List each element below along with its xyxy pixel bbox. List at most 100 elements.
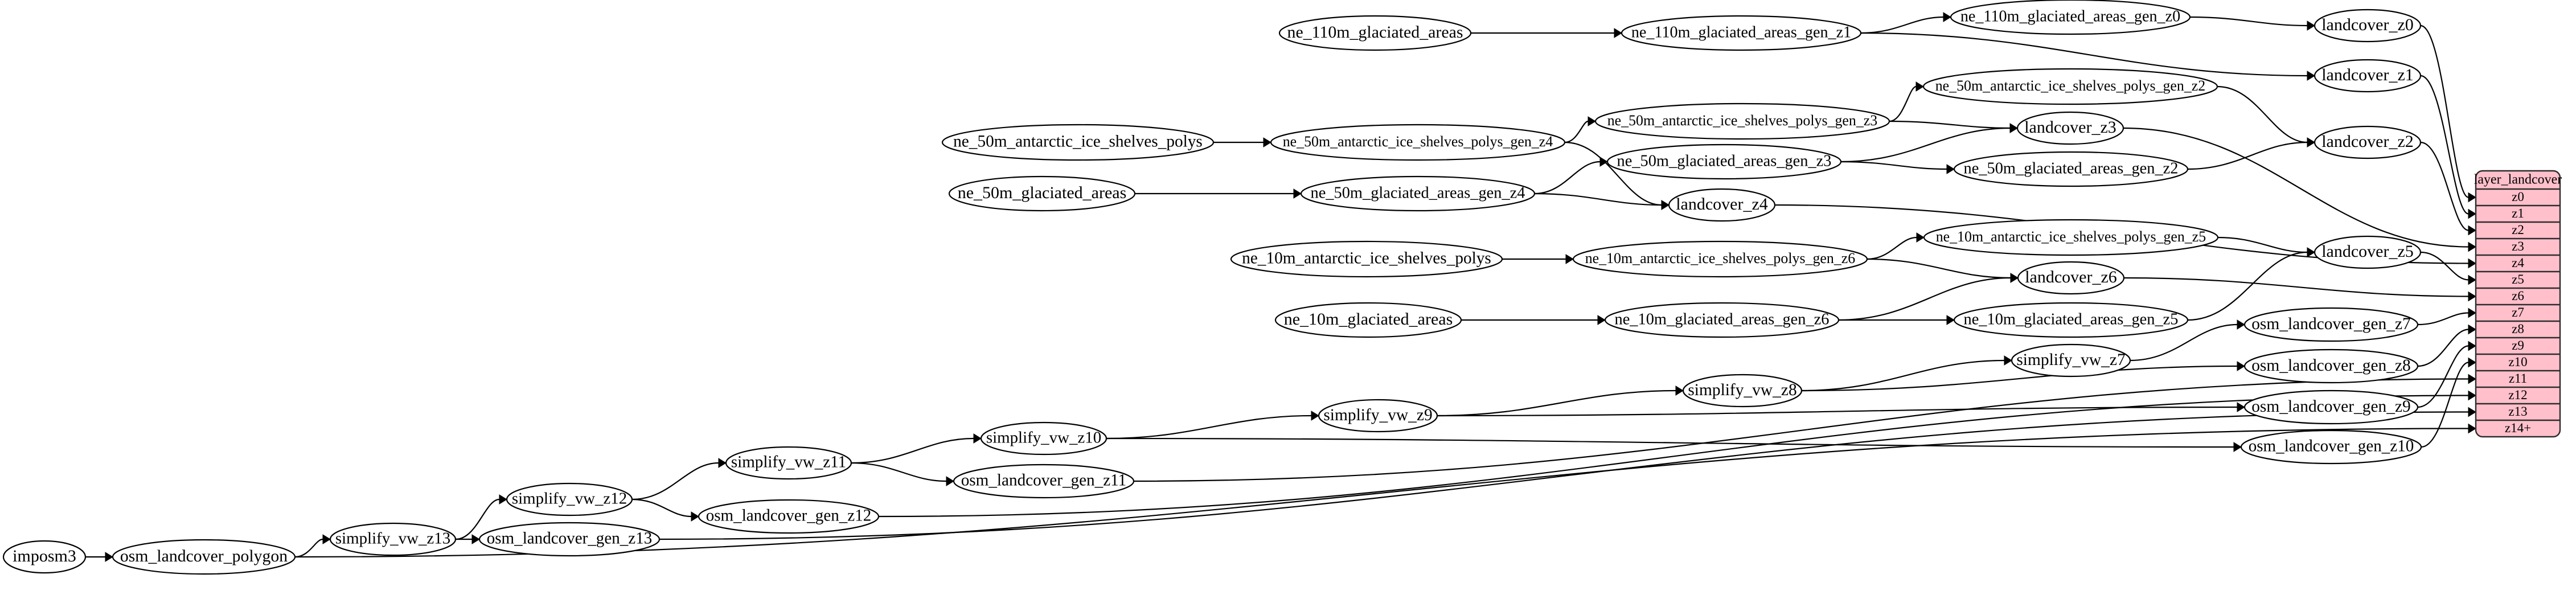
record-row-z1[interactable]: z1: [2512, 206, 2524, 220]
node-ellipse: [1594, 102, 1890, 140]
node-osm_landcover_polygon[interactable]: osm_landcover_polygon: [112, 539, 296, 575]
node-ellipse: [1604, 302, 1840, 338]
node-osm_landcover_gen_z11[interactable]: osm_landcover_gen_z11: [953, 464, 1135, 499]
node-label: simplify_vw_z9: [1323, 406, 1432, 424]
node-label: ne_50m_glaciated_areas_gen_z4: [1310, 184, 1525, 202]
node-ellipse: [2, 540, 87, 574]
node-ne_50m_glaciated_areas_gen_z2[interactable]: ne_50m_glaciated_areas_gen_z2: [1953, 151, 2189, 187]
record-row-z6[interactable]: z6: [2512, 289, 2524, 303]
node-label: osm_landcover_gen_z11: [961, 471, 1127, 490]
node-ellipse: [953, 464, 1135, 499]
edge-ne_50m_glaciated_areas_gen_z4--to--landcover_z4: [1534, 192, 1662, 206]
node-osm_landcover_gen_z12[interactable]: osm_landcover_gen_z12: [698, 499, 880, 534]
node-ellipse: [1953, 302, 2189, 338]
record-row-z8[interactable]: z8: [2512, 322, 2524, 336]
edge-arrowhead: [1311, 411, 1319, 421]
edge-landcover_z6--to--layer_landcover.z6: [2123, 277, 2469, 297]
node-label: landcover_z0: [2321, 15, 2414, 34]
record-header-label: layer_landcover: [2474, 173, 2562, 187]
node-landcover_z1[interactable]: landcover_z1: [2314, 59, 2422, 93]
node-ne_10m_antarctic_ice_shelves_polys_gen_z5[interactable]: ne_10m_antarctic_ice_shelves_polys_gen_z…: [1923, 219, 2219, 256]
edge-simplify_vw_z7--to--osm_landcover_gen_z7: [2130, 323, 2238, 362]
record-node-layer: layer_landcover z0 z1 z2 z3 z4 z5 z6 z7 z8 z9 z10 z1…: [2474, 170, 2562, 438]
node-imposm3[interactable]: imposm3: [2, 540, 87, 574]
node-osm_landcover_gen_z13[interactable]: osm_landcover_gen_z13: [478, 522, 661, 557]
node-simplify_vw_z9[interactable]: simplify_vw_z9: [1318, 399, 1438, 433]
node-ne_110m_glaciated_areas_gen_z0[interactable]: ne_110m_glaciated_areas_gen_z0: [1950, 0, 2191, 35]
edge-arrowhead: [2468, 341, 2476, 351]
edge-arrowhead: [499, 494, 507, 505]
record-row-z7[interactable]: z7: [2512, 305, 2524, 319]
edge-ne_10m_antarctic_ice_shelves_polys_gen_z6--to--landcover_z6: [1867, 258, 2011, 279]
node-ne_10m_antarctic_ice_shelves_polys[interactable]: ne_10m_antarctic_ice_shelves_polys: [1230, 240, 1503, 278]
node-ne_50m_glaciated_areas_gen_z3[interactable]: ne_50m_glaciated_areas_gen_z3: [1606, 143, 1842, 180]
node-ellipse: [2314, 125, 2422, 159]
edge-arrowhead: [1588, 116, 1596, 126]
node-osm_landcover_gen_z9[interactable]: osm_landcover_gen_z9: [2243, 389, 2419, 425]
node-label: simplify_vw_z7: [2016, 351, 2125, 369]
record-row-z3[interactable]: z3: [2512, 239, 2524, 253]
node-ellipse: [2017, 261, 2125, 295]
node-simplify_vw_z10[interactable]: simplify_vw_z10: [980, 421, 1107, 456]
node-simplify_vw_z8[interactable]: simplify_vw_z8: [1682, 374, 1803, 408]
record-row-z5[interactable]: z5: [2512, 272, 2524, 286]
node-landcover_z5[interactable]: landcover_z5: [2314, 235, 2422, 269]
node-label: ne_10m_antarctic_ice_shelves_polys_gen_z…: [1585, 250, 1856, 266]
node-landcover_z0[interactable]: landcover_z0: [2314, 9, 2422, 43]
record-row-z14+[interactable]: z14+: [2505, 421, 2531, 435]
edge-arrowhead: [718, 458, 727, 468]
edge-arrowhead: [1915, 81, 1924, 92]
node-ellipse: [2314, 235, 2422, 269]
node-ne_50m_antarctic_ice_shelves_polys_gen_z4[interactable]: ne_50m_antarctic_ice_shelves_polys_gen_z…: [1270, 124, 1566, 161]
record-row-z10[interactable]: z10: [2508, 355, 2527, 369]
edge-osm_landcover_gen_z12--to--layer_landcover.z12: [878, 395, 2469, 518]
node-ne_50m_glaciated_areas_gen_z4[interactable]: ne_50m_glaciated_areas_gen_z4: [1300, 175, 1536, 212]
node-osm_landcover_gen_z7[interactable]: osm_landcover_gen_z7: [2243, 307, 2419, 342]
node-label: osm_landcover_gen_z10: [2249, 437, 2414, 456]
edge-arrowhead: [2468, 357, 2476, 368]
node-ne_50m_antarctic_ice_shelves_polys_gen_z3[interactable]: ne_50m_antarctic_ice_shelves_polys_gen_z…: [1594, 102, 1890, 140]
node-simplify_vw_z12[interactable]: simplify_vw_z12: [506, 482, 633, 516]
node-landcover_z3[interactable]: landcover_z3: [2016, 111, 2124, 145]
node-ne_10m_antarctic_ice_shelves_polys_gen_z6[interactable]: ne_10m_antarctic_ice_shelves_polys_gen_z…: [1572, 240, 1868, 278]
node-ellipse: [1606, 143, 1842, 180]
edge-arrowhead: [2468, 307, 2476, 318]
node-ne_50m_glaciated_areas[interactable]: ne_50m_glaciated_areas: [948, 175, 1136, 212]
layer-landcover-record[interactable]: layer_landcover z0 z1 z2 z3 z4 z5 z6 z7 z8 z9 z10 z1…: [2474, 170, 2562, 438]
node-simplify_vw_z7[interactable]: simplify_vw_z7: [2011, 343, 2131, 378]
node-osm_landcover_gen_z8[interactable]: osm_landcover_gen_z8: [2243, 348, 2419, 384]
record-row-z9[interactable]: z9: [2512, 338, 2524, 352]
node-ne_10m_glaciated_areas[interactable]: ne_10m_glaciated_areas: [1274, 302, 1462, 338]
node-landcover_z6[interactable]: landcover_z6: [2017, 261, 2125, 295]
record-row-z4[interactable]: z4: [2512, 256, 2524, 270]
node-ellipse: [1953, 151, 2189, 187]
record-row-z2[interactable]: z2: [2512, 223, 2524, 237]
record-row-z12[interactable]: z12: [2508, 388, 2527, 402]
edge-arrowhead: [1614, 28, 1622, 38]
node-simplify_vw_z13[interactable]: simplify_vw_z13: [329, 522, 457, 556]
node-osm_landcover_gen_z10[interactable]: osm_landcover_gen_z10: [2240, 429, 2422, 465]
node-ne_10m_glaciated_areas_gen_z5[interactable]: ne_10m_glaciated_areas_gen_z5: [1953, 302, 2189, 338]
edge-arrowhead: [2237, 402, 2245, 412]
node-landcover_z2[interactable]: landcover_z2: [2314, 125, 2422, 159]
edge-arrowhead: [1597, 315, 1606, 325]
record-row-z11[interactable]: z11: [2509, 371, 2527, 386]
node-label: osm_landcover_gen_z7: [2251, 315, 2411, 333]
edge-osm_landcover_polygon--to--layer_landcover.z14+: [294, 428, 2469, 558]
record-row-z0[interactable]: z0: [2512, 190, 2524, 204]
node-ne_110m_glaciated_areas[interactable]: ne_110m_glaciated_areas: [1278, 15, 1472, 51]
record-row-z13[interactable]: z13: [2508, 404, 2527, 419]
node-ne_110m_glaciated_areas_gen_z1[interactable]: ne_110m_glaciated_areas_gen_z1: [1621, 15, 1862, 51]
edge-simplify_vw_z10--to--simplify_vw_z9: [1106, 415, 1312, 440]
edge-arrowhead: [2468, 407, 2476, 417]
node-ne_50m_antarctic_ice_shelves_polys[interactable]: ne_50m_antarctic_ice_shelves_polys: [941, 124, 1215, 161]
edge-simplify_vw_z11--to--osm_landcover_gen_z11: [851, 462, 947, 482]
node-label: osm_landcover_gen_z12: [706, 507, 872, 525]
node-simplify_vw_z11[interactable]: simplify_vw_z11: [725, 446, 852, 480]
edge-landcover_z3--to--layer_landcover.z3: [2123, 127, 2469, 248]
node-ne_10m_glaciated_areas_gen_z6[interactable]: ne_10m_glaciated_areas_gen_z6: [1604, 302, 1840, 338]
node-label: osm_landcover_gen_z8: [2251, 356, 2411, 375]
edge-arrowhead: [2009, 123, 2018, 133]
node-landcover_z4[interactable]: landcover_z4: [1668, 188, 1776, 222]
node-ne_50m_antarctic_ice_shelves_polys_gen_z2[interactable]: ne_50m_antarctic_ice_shelves_polys_gen_z…: [1922, 68, 2218, 105]
